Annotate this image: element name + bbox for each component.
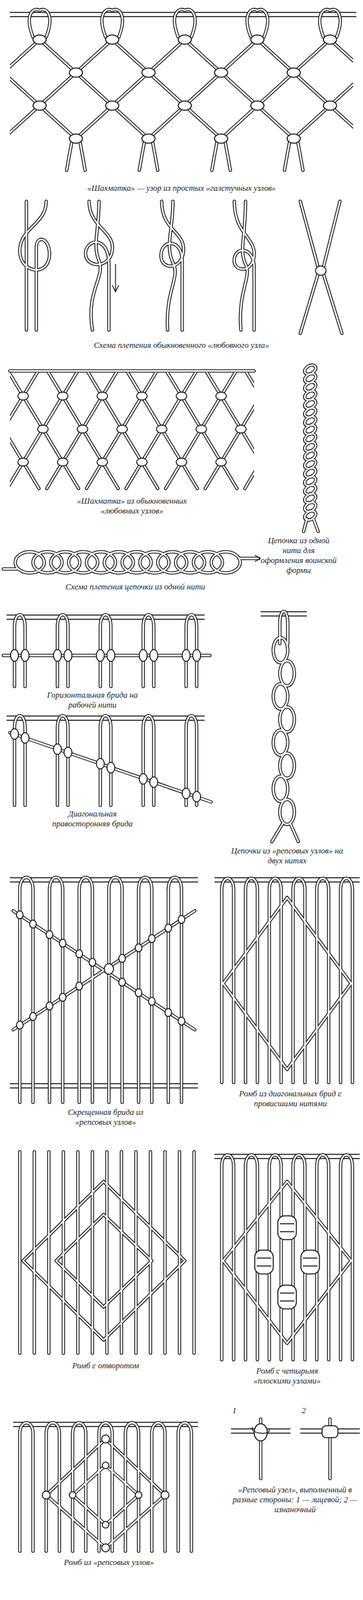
caption: Цепочки из «репсовых узлов» на двух нитя… [224,846,350,866]
knots [10,34,338,1552]
caption: «Репсовый узел», выполненный в разные ст… [232,1485,358,1515]
caption: Ромб с четырьмя «плоскими узлами» [237,1366,337,1386]
caption: «Шахматка» — узор из простых «галстучных… [16,183,347,194]
caption: Диагональная правосторонняя брида [42,809,142,829]
caption: Схема плетения обыкновенного «любовного … [16,340,347,351]
caption: Цепочка из одной нити для оформления вои… [260,535,337,576]
cord-outline [0,9,363,1551]
caption: Скрещенная брида из «репсовых узлов» [52,1107,159,1128]
caption: Ромб из диагональных брид с провисшими н… [224,1089,357,1109]
caption: Ромб с отворотом [39,1360,172,1371]
caption: «Шахматка» из обыкновенных «любовных узл… [72,496,192,517]
caption: Ромб из «репсовых узлов» [26,1557,192,1568]
callout-number: 2 [297,1405,311,1416]
callout-number: 1 [227,1405,241,1416]
caption: Горизонтальная брида на рабочей нити [42,690,142,711]
caption: Схема плетения цепочки из одной нити [9,582,261,593]
cord-fill [0,9,363,1551]
